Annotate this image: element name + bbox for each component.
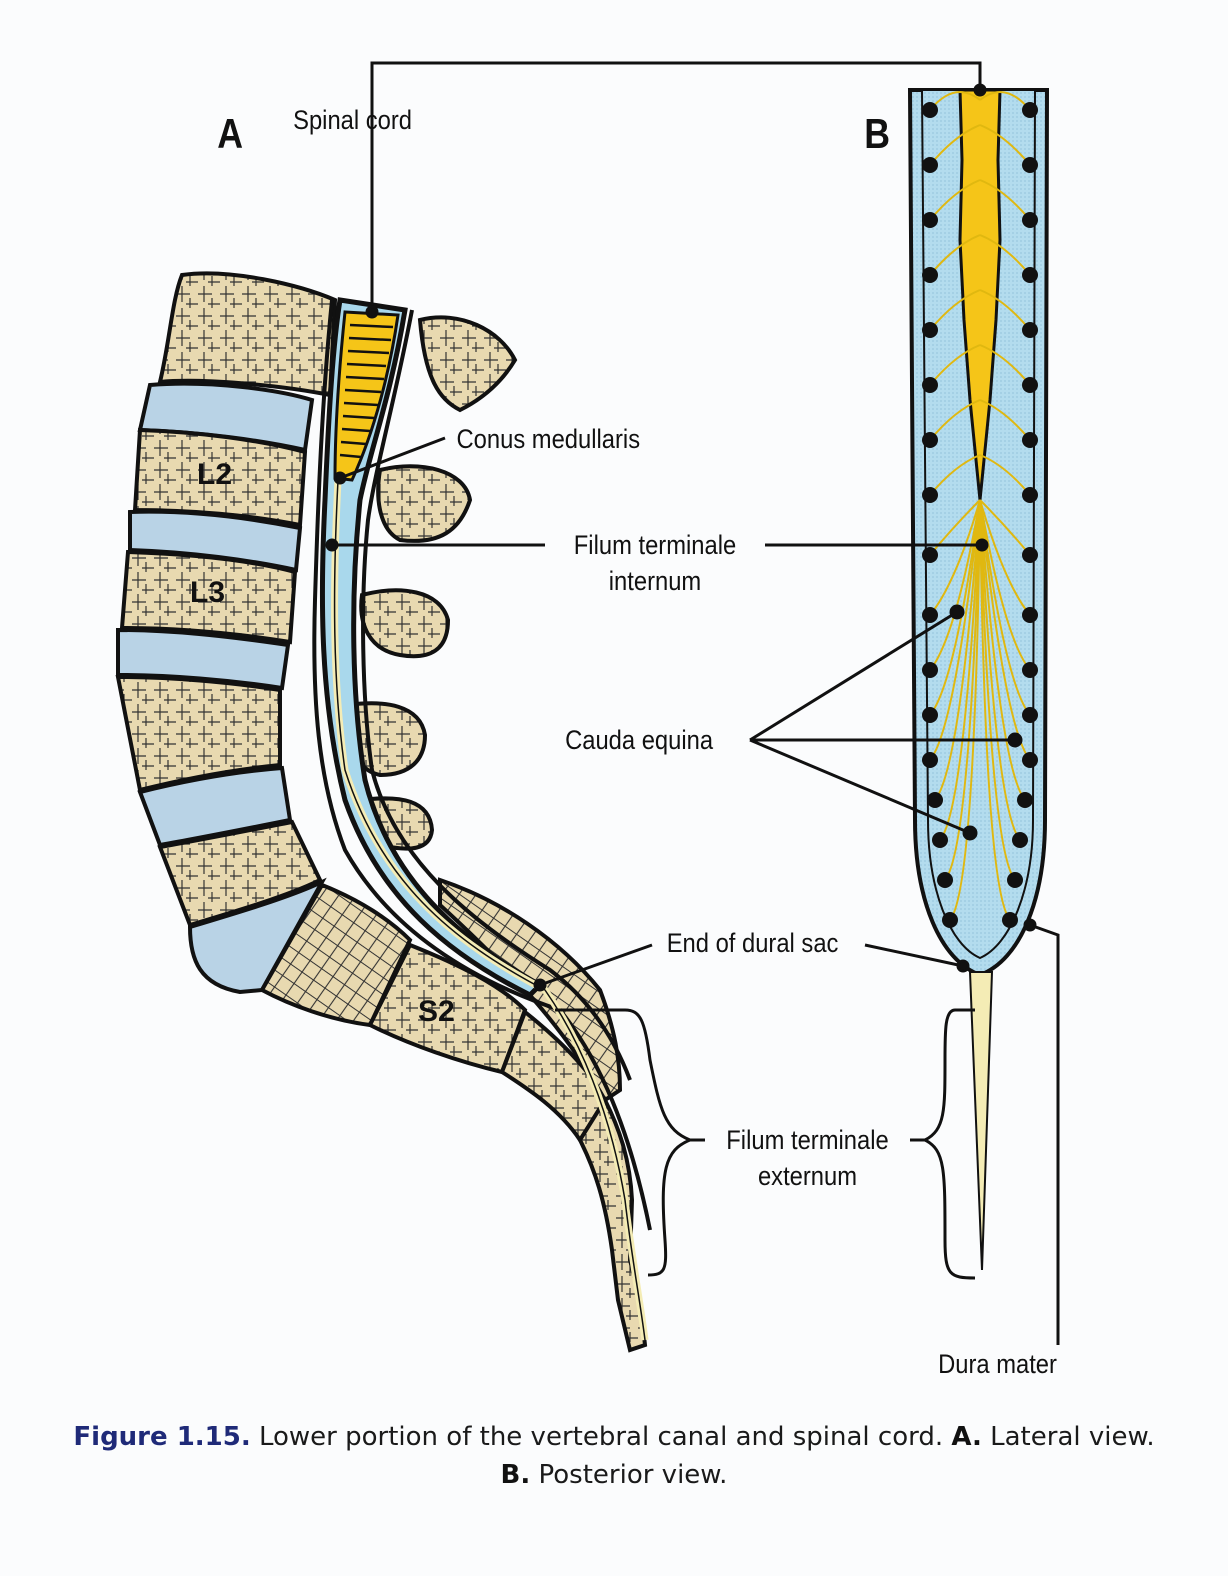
spinous-process-1 (417, 315, 518, 413)
spinous-process-3 (359, 588, 451, 659)
ganglion-icon (922, 157, 938, 173)
cauda-leader-1 (749, 610, 958, 742)
ganglion-icon (1022, 267, 1038, 283)
vertebra-l3 (119, 549, 298, 645)
ganglion-icon (1022, 432, 1038, 448)
ganglion-icon (1022, 322, 1038, 338)
ganglion-icon (922, 102, 938, 118)
leader-lines (325, 61, 1060, 1345)
dural-sac (319, 297, 545, 999)
ganglion-icon (1012, 832, 1028, 848)
nerve-root (949, 499, 981, 921)
sacrum-s1 (259, 882, 413, 1028)
vertebra-label-l3: L3 (190, 576, 226, 609)
spinal-cord-a (333, 310, 400, 482)
ganglion-icon (1002, 912, 1018, 928)
ganglion-icon (922, 212, 938, 228)
lateral-view (115, 271, 652, 1353)
cauda-equina-fibers (929, 91, 1031, 921)
ganglion-icon (1022, 212, 1038, 228)
spinal-cord-leader (370, 61, 982, 312)
nerve-root (944, 499, 981, 881)
ganglion-icon (1022, 707, 1038, 723)
dural-sac-leader-a (539, 943, 653, 987)
ganglion-icon (1022, 547, 1038, 563)
ganglion-icon (1022, 377, 1038, 393)
nerve-root-stripes (339, 323, 394, 459)
ganglion-icon (922, 487, 938, 503)
nerve-root (929, 499, 981, 616)
ganglion-icon (932, 832, 948, 848)
label-filum-externum-1: Filum terminale (726, 1125, 889, 1155)
nerve-root (979, 499, 1031, 671)
nerve-root (929, 499, 981, 716)
nerve-root (934, 499, 981, 801)
dorsal-root-ganglia (922, 102, 1038, 928)
ganglion-icon (1007, 872, 1023, 888)
spinal-cord-b (958, 88, 1002, 501)
filum-externum-bracket-a (555, 1008, 695, 1277)
caption-text-1: Lower portion of the vertebral canal and… (250, 1422, 952, 1452)
label-filum-internum-2: internum (608, 566, 702, 596)
ganglion-icon (937, 872, 953, 888)
label-filum-externum-2: externum (757, 1161, 858, 1191)
ganglion-icon (922, 662, 938, 678)
ganglion-icon (942, 912, 958, 928)
dura-mater-leader (1029, 923, 1060, 1345)
ganglion-icon (1022, 102, 1038, 118)
panel-label-b: B (864, 110, 891, 157)
vertebra-l1 (157, 271, 338, 398)
ganglion-icon (1022, 157, 1038, 173)
nerve-root (979, 499, 1026, 801)
ganglion-icon (922, 322, 938, 338)
ganglion-icon (1022, 662, 1038, 678)
ganglion-icon (1022, 487, 1038, 503)
caption-figure-number: Figure 1.15. (73, 1422, 251, 1452)
ganglion-icon (927, 792, 943, 808)
caption-b-marker: B. (500, 1460, 531, 1490)
vertebra-label-l2: L2 (197, 458, 233, 491)
nerve-root (979, 499, 1011, 921)
label-spinal-cord: Spinal cord (293, 105, 412, 135)
ganglion-icon (1022, 607, 1038, 623)
spinous-process-2 (376, 464, 473, 543)
nerve-root (979, 499, 1031, 616)
cauda-leader-3 (749, 738, 971, 835)
ganglion-icon (922, 752, 938, 768)
label-dura-mater: Dura mater (938, 1349, 1057, 1379)
ganglion-icon (922, 267, 938, 283)
vertebra-label-s2: S2 (418, 995, 455, 1028)
label-cauda-equina: Cauda equina (565, 725, 714, 755)
conus-leader (339, 436, 446, 480)
ganglion-icon (922, 707, 938, 723)
label-conus-medullaris: Conus medullaris (456, 424, 641, 454)
ganglion-icon (922, 547, 938, 563)
label-filum-internum-1: Filum terminale (573, 530, 737, 560)
caption-text-2: Lateral view. (981, 1422, 1155, 1452)
nerve-root (929, 499, 981, 761)
ganglion-icon (922, 432, 938, 448)
figure-caption: Figure 1.15. Lower portion of the verteb… (60, 1418, 1168, 1494)
ganglion-icon (1017, 792, 1033, 808)
filum-terminale-b (968, 971, 994, 1271)
nerve-root (979, 499, 1031, 761)
ganglion-icon (922, 607, 938, 623)
ganglion-icon (1022, 752, 1038, 768)
posterior-view (907, 88, 1050, 1271)
caption-a-marker: A. (951, 1422, 982, 1452)
dural-sac-leader-b (864, 943, 964, 968)
caption-text-3: Posterior view. (530, 1460, 728, 1490)
canal-wall-posterior (361, 309, 632, 1081)
vertebral-canal-wall (312, 299, 652, 1231)
filum-externum-bracket-b (921, 1008, 976, 1280)
ganglion-icon (922, 377, 938, 393)
label-end-dural-sac: End of dural sac (666, 928, 839, 958)
nerve-root (979, 499, 1016, 881)
panel-label-a: A (217, 110, 244, 157)
